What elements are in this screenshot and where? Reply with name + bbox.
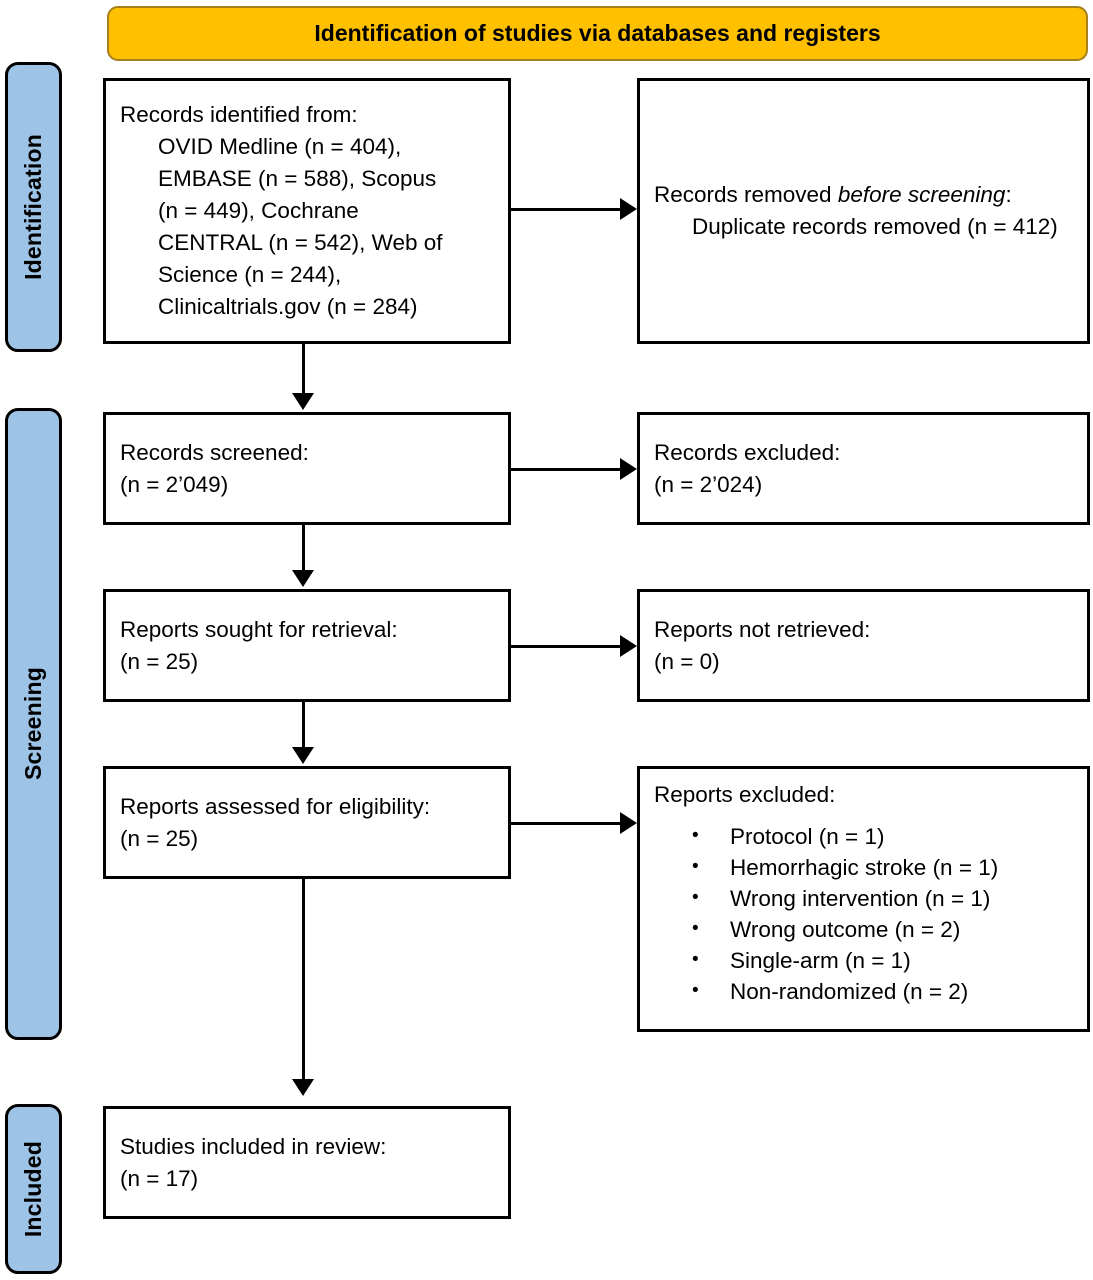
reports-excluded-reason: Wrong outcome (n = 2) xyxy=(692,913,1073,945)
source-line: Clinicaltrials.gov (n = 284) xyxy=(158,294,418,319)
source-line: (n = 449), Cochrane xyxy=(158,198,359,223)
connector-screened-to-sought xyxy=(302,525,305,572)
arrowhead-assessed-to-excluded xyxy=(620,812,637,834)
reports-excluded-reason: Wrong intervention (n = 1) xyxy=(692,882,1073,914)
arrowhead-sought-to-not-retrieved xyxy=(620,635,637,657)
phase-label-identification: Identification xyxy=(20,134,46,280)
box-reports-sought: Reports sought for retrieval: (n = 25) xyxy=(103,589,511,702)
source-line: EMBASE (n = 588), Scopus xyxy=(158,166,437,191)
records-removed-heading-pre: Records removed xyxy=(654,182,838,207)
studies-included-line2: (n = 17) xyxy=(120,1165,199,1191)
diagram-banner: Identification of studies via databases … xyxy=(107,6,1088,61)
arrowhead-screened-to-sought xyxy=(292,570,314,587)
phase-bar-identification: Identification xyxy=(5,62,62,352)
reports-assessed-line1: Reports assessed for eligibility: xyxy=(120,793,431,819)
box-studies-included: Studies included in review: (n = 17) xyxy=(103,1106,511,1219)
source-line: Science (n = 244), xyxy=(158,262,342,287)
arrowhead-sought-to-assessed xyxy=(292,747,314,764)
connector-identified-to-screened xyxy=(302,344,305,396)
studies-included-line1: Studies included in review: xyxy=(120,1133,387,1159)
reports-assessed-line2: (n = 25) xyxy=(120,825,199,851)
arrowhead-identified-to-removed xyxy=(620,198,637,220)
records-excluded-line1: Records excluded: xyxy=(654,439,841,465)
phase-label-included: Included xyxy=(20,1140,46,1238)
records-removed-detail: Duplicate records removed (n = 412) xyxy=(692,214,1058,239)
reports-not-retrieved-line2: (n = 0) xyxy=(654,648,720,674)
box-reports-assessed: Reports assessed for eligibility: (n = 2… xyxy=(103,766,511,879)
arrowhead-identified-to-screened xyxy=(292,393,314,410)
box-records-excluded: Records excluded: (n = 2’024) xyxy=(637,412,1090,525)
records-removed-heading: Records removed before screening: xyxy=(654,179,1073,211)
reports-excluded-reason-list: Protocol (n = 1) Hemorrhagic stroke (n =… xyxy=(654,820,1073,1007)
phase-bar-screening: Screening xyxy=(5,408,62,1040)
records-screened-line2: (n = 2’049) xyxy=(120,471,229,497)
records-removed-heading-emphasis: before screening xyxy=(837,182,1006,207)
source-line: OVID Medline (n = 404), xyxy=(158,134,402,159)
records-identified-heading: Records identified from: xyxy=(120,102,358,127)
reports-excluded-reason: Hemorrhagic stroke (n = 1) xyxy=(692,851,1073,883)
reports-not-retrieved-line1: Reports not retrieved: xyxy=(654,616,871,642)
source-line: CENTRAL (n = 542), Web of xyxy=(158,230,443,255)
connector-sought-to-assessed xyxy=(302,702,305,749)
box-reports-excluded: Reports excluded: Protocol (n = 1) Hemor… xyxy=(637,766,1090,1032)
reports-excluded-reason: Non-randomized (n = 2) xyxy=(692,975,1073,1007)
phase-label-screening: Screening xyxy=(20,667,46,781)
arrowhead-assessed-to-included xyxy=(292,1079,314,1096)
connector-screened-to-excluded xyxy=(511,468,623,471)
box-records-screened: Records screened: (n = 2’049) xyxy=(103,412,511,525)
box-records-identified: Records identified from: OVID Medline (n… xyxy=(103,78,511,344)
phase-bar-included: Included xyxy=(5,1104,62,1274)
records-excluded-line2: (n = 2’024) xyxy=(654,471,763,497)
arrowhead-screened-to-excluded xyxy=(620,458,637,480)
reports-excluded-reason: Protocol (n = 1) xyxy=(692,820,1073,852)
connector-identified-to-removed xyxy=(511,208,623,211)
connector-assessed-to-included xyxy=(302,879,305,1081)
connector-sought-to-not-retrieved xyxy=(511,645,623,648)
box-reports-not-retrieved: Reports not retrieved: (n = 0) xyxy=(637,589,1090,702)
connector-assessed-to-excluded xyxy=(511,822,623,825)
reports-sought-line1: Reports sought for retrieval: xyxy=(120,616,398,642)
reports-sought-line2: (n = 25) xyxy=(120,648,199,674)
reports-excluded-reason: Single-arm (n = 1) xyxy=(692,944,1073,976)
reports-excluded-heading: Reports excluded: xyxy=(654,782,836,807)
records-screened-line1: Records screened: xyxy=(120,439,309,465)
box-records-removed: Records removed before screening: Duplic… xyxy=(637,78,1090,344)
records-removed-heading-post: : xyxy=(1005,182,1012,207)
banner-title: Identification of studies via databases … xyxy=(314,20,881,46)
